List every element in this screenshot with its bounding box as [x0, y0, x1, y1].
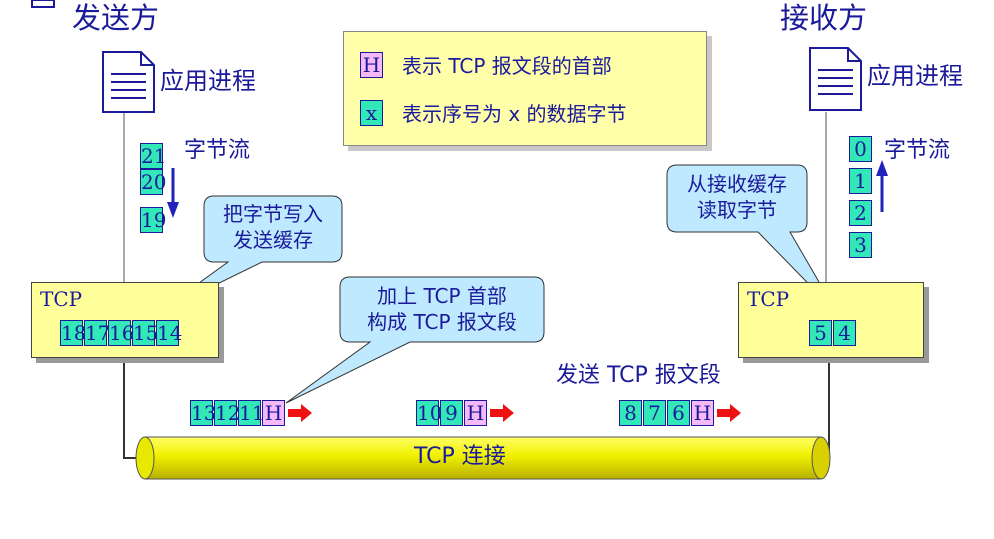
corner-box — [31, 0, 55, 8]
segment-header: H — [691, 400, 714, 426]
sender-title: 发送方 — [72, 1, 160, 35]
sender-tcp-label: TCP — [40, 287, 83, 311]
segment-byte: 10 — [416, 400, 443, 426]
sender-app-label: 应用进程 — [160, 67, 256, 95]
segment-header: H — [464, 400, 487, 426]
legend-box: H 表示 TCP 报文段的首部 x 表示序号为 x 的数据字节 — [343, 31, 707, 146]
sender-buffer-byte: 18 — [60, 320, 87, 346]
callout-read-buffer-bubble — [666, 164, 838, 314]
receiver-stream-byte: 0 — [849, 136, 872, 162]
callout-line: 加上 TCP 首部 — [377, 284, 507, 308]
receiver-document-icon — [809, 47, 862, 111]
sender-stream-byte: 19 — [140, 207, 167, 233]
receiver-stream-byte: 1 — [849, 168, 872, 194]
sender-stream-arrow-icon — [167, 168, 179, 218]
callout-read-buffer-text: 从接收缓存 读取字节 — [667, 171, 807, 223]
segment-byte: 9 — [440, 400, 463, 426]
callout-line: 把字节写入 — [223, 202, 323, 226]
segment-header: H — [262, 400, 285, 426]
sender-stream-byte: 21 — [140, 143, 167, 169]
callout-line: 发送缓存 — [233, 228, 313, 252]
callout-add-header-bubble — [285, 276, 545, 404]
segment-byte: 12 — [214, 400, 241, 426]
segment-byte: 8 — [619, 400, 642, 426]
receiver-title: 接收方 — [780, 1, 868, 35]
segment-1-arrow-icon — [288, 404, 312, 422]
sender-buffer-byte: 15 — [132, 320, 159, 346]
receiver-stream-byte: 2 — [849, 200, 872, 226]
legend-header-text: 表示 TCP 报文段的首部 — [402, 54, 612, 78]
tcp-connection-pipe — [135, 436, 831, 480]
receiver-buffer-byte: 5 — [809, 320, 832, 346]
callout-line: 从接收缓存 — [687, 172, 787, 196]
callout-write-buffer-text: 把字节写入 发送缓存 — [204, 201, 342, 253]
sender-stream-byte: 20 — [140, 169, 167, 195]
receiver-buffer-byte: 4 — [833, 320, 856, 346]
legend-byte-swatch: x — [360, 100, 383, 126]
legend-header-swatch: H — [360, 52, 383, 78]
sender-buffer-byte: 14 — [156, 320, 183, 346]
segment-byte: 11 — [238, 400, 265, 426]
receiver-app-label: 应用进程 — [867, 62, 963, 90]
segment-2-arrow-icon — [490, 404, 514, 422]
receiver-tcp-label: TCP — [747, 287, 790, 311]
segment-byte: 13 — [190, 400, 217, 426]
segment-3-arrow-icon — [717, 404, 741, 422]
callout-add-header-text: 加上 TCP 首部 构成 TCP 报文段 — [340, 283, 544, 335]
sender-buffer-byte: 16 — [108, 320, 135, 346]
send-segment-label: 发送 TCP 报文段 — [556, 363, 721, 388]
callout-line: 构成 TCP 报文段 — [367, 310, 517, 334]
callout-line: 读取字节 — [697, 198, 777, 222]
receiver-stream-label: 字节流 — [884, 138, 951, 163]
receiver-stream-byte: 3 — [849, 232, 872, 258]
segment-byte: 6 — [667, 400, 690, 426]
tcp-connection-label: TCP 连接 — [414, 444, 506, 469]
segment-byte: 7 — [643, 400, 666, 426]
receiver-stream-arrow-icon — [876, 160, 888, 212]
legend-byte-text: 表示序号为 x 的数据字节 — [402, 102, 627, 126]
sender-stream-label: 字节流 — [184, 138, 251, 163]
sender-buffer-byte: 17 — [84, 320, 111, 346]
sender-document-icon — [102, 51, 155, 113]
